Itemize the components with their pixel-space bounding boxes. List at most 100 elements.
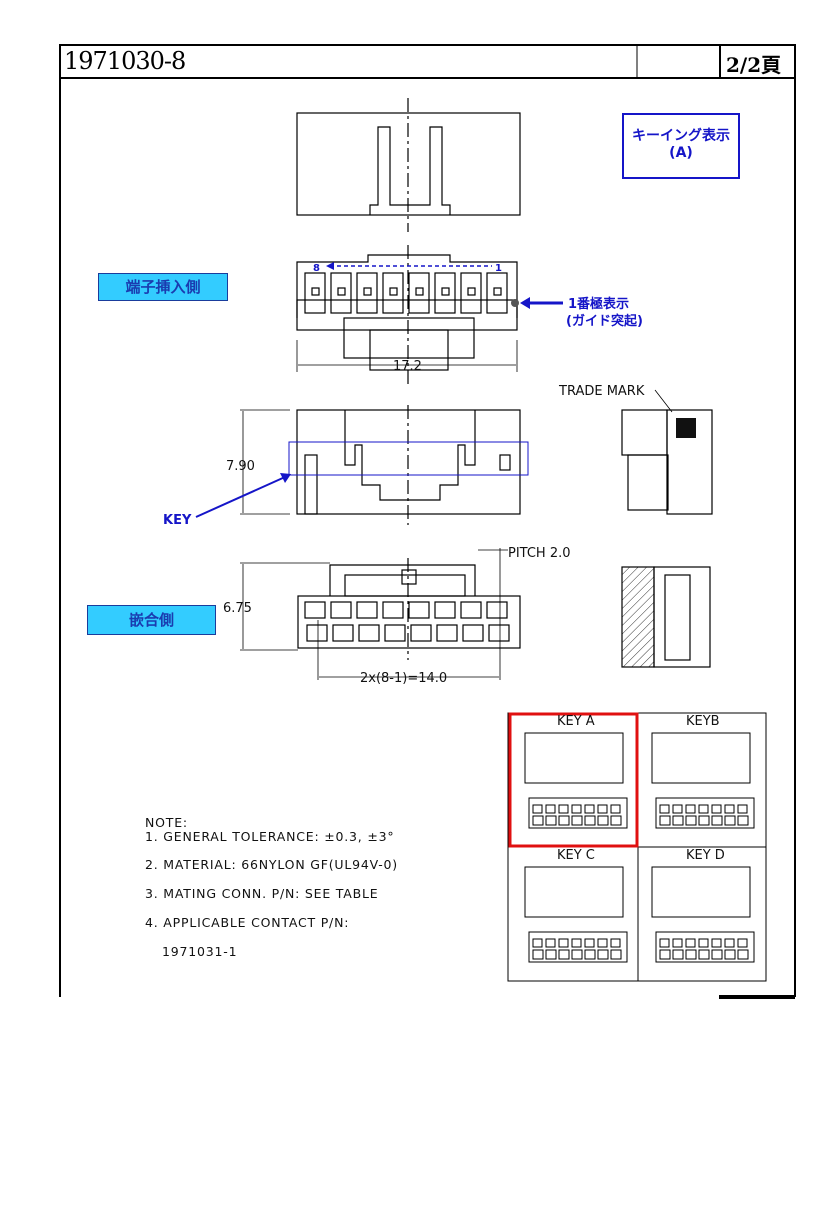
mating-cavity-lower	[436, 624, 458, 642]
pitch-dimension: PITCH 2.0	[508, 546, 571, 561]
mating-cavity-lower	[306, 624, 328, 642]
key-variant-cavity	[659, 804, 670, 814]
key-variant-cavity	[597, 949, 609, 960]
key-variant-cavity	[659, 938, 670, 948]
terminal-cavity	[434, 272, 456, 314]
key-variant-cavity	[698, 815, 710, 826]
key-variant-cavity	[584, 938, 595, 948]
key-variant-section	[524, 866, 624, 918]
part-number: 1971030-8	[64, 47, 186, 75]
key-variant-cavity	[698, 804, 709, 814]
mating-cavity-upper	[382, 601, 404, 619]
key-variant-cavity	[711, 804, 722, 814]
key-d-label: KEY D	[686, 848, 725, 863]
key-variant-cavity	[685, 949, 697, 960]
key-highlight	[288, 441, 529, 476]
key-variant-cavity	[672, 815, 684, 826]
key-variant-cavity	[532, 949, 544, 960]
terminal-contact	[311, 287, 320, 296]
mating-cavity-upper	[356, 601, 378, 619]
key-variant-cavity	[558, 815, 570, 826]
pin-1-label: 1	[495, 263, 502, 274]
insertion-side-view	[296, 245, 518, 385]
key-variant-cavity	[685, 938, 696, 948]
pin1-guide-marker	[511, 299, 519, 307]
key-variant-cavity	[532, 815, 544, 826]
key-arrow	[195, 473, 291, 518]
terminal-cavity	[382, 272, 404, 314]
mating-side-view	[240, 548, 521, 680]
key-variant-cavity	[584, 815, 596, 826]
title-frame	[59, 44, 796, 999]
side-section-view	[240, 405, 521, 525]
keying-type: (A)	[669, 145, 693, 161]
terminal-contact	[363, 287, 372, 296]
mating-cavity-upper	[330, 601, 352, 619]
terminal-cavity	[356, 272, 378, 314]
keying-indicator-box: キーイング表示 (A)	[622, 113, 740, 179]
key-variant-cavity	[571, 815, 583, 826]
key-variant-cavity	[571, 804, 582, 814]
key-variant-cavity	[724, 949, 736, 960]
terminal-contact	[415, 287, 424, 296]
trade-mark-view	[621, 389, 713, 515]
top-view	[296, 98, 521, 232]
note-3: 3. MATING CONN. P/N: SEE TABLE	[145, 886, 379, 901]
key-variant-cavity	[659, 815, 671, 826]
key-variant-cavity	[532, 938, 543, 948]
note-4: 4. APPLICABLE CONTACT P/N:	[145, 915, 350, 930]
terminal-contact	[441, 287, 450, 296]
key-variant-cavity	[685, 815, 697, 826]
pin-direction-arrow	[326, 262, 492, 270]
key-variant-cavity	[659, 949, 671, 960]
terminal-contact	[467, 287, 476, 296]
key-variant-cavity	[737, 815, 749, 826]
key-variant-cavity	[597, 815, 609, 826]
key-variant-cavity	[571, 949, 583, 960]
terminal-cavity	[304, 272, 326, 314]
key-variant-cavity	[711, 815, 723, 826]
key-variant-front	[655, 797, 755, 829]
terminal-cavity	[460, 272, 482, 314]
trade-mark-logo	[676, 418, 696, 438]
contact-part-number: 1971031-1	[162, 944, 238, 959]
key-variant-cavity	[597, 938, 608, 948]
key-label: KEY	[163, 513, 192, 528]
key-variant-front	[655, 931, 755, 963]
key-variant-cavity	[698, 949, 710, 960]
key-variant-cavity	[724, 938, 735, 948]
pin1-label-line1: 1番極表示	[568, 296, 629, 312]
terminal-insertion-side-label: 端子挿入側	[98, 273, 228, 301]
key-variant-cavity	[597, 804, 608, 814]
key-variant-cavity	[571, 938, 582, 948]
mating-cavity-upper	[460, 601, 482, 619]
key-variant-cavity	[737, 949, 749, 960]
mating-cavity-lower	[410, 624, 432, 642]
mating-cavity-lower	[462, 624, 484, 642]
key-variant-cavity	[532, 804, 543, 814]
mating-cavity-lower	[384, 624, 406, 642]
note-1: 1. GENERAL TOLERANCE: ±0.3, ±3°	[145, 829, 395, 844]
pin-8-label: 8	[313, 263, 320, 274]
key-variant-cavity	[672, 949, 684, 960]
key-b-label: KEYB	[686, 714, 720, 729]
key-variant-cavity	[545, 949, 557, 960]
key-variant-cavity	[711, 938, 722, 948]
key-variant-cavity	[737, 938, 748, 948]
note-2: 2. MATERIAL: 66NYLON GF(UL94V-0)	[145, 857, 398, 872]
pin1-label-line2: (ガイド突起)	[566, 313, 643, 329]
key-variant-cavity	[584, 804, 595, 814]
key-c-label: KEY C	[557, 848, 595, 863]
key-variant-cavity	[698, 938, 709, 948]
mating-cavity-lower	[488, 624, 510, 642]
height-dimension-front: 6.75	[223, 601, 252, 616]
terminal-contact	[493, 287, 502, 296]
key-variant-cavity	[711, 949, 723, 960]
mating-cavity-upper	[304, 601, 326, 619]
key-a-label: KEY A	[557, 714, 595, 729]
key-variant-section	[651, 866, 751, 918]
terminal-contact	[337, 287, 346, 296]
terminal-cavity	[408, 272, 430, 314]
key-variant-cavity	[584, 949, 596, 960]
